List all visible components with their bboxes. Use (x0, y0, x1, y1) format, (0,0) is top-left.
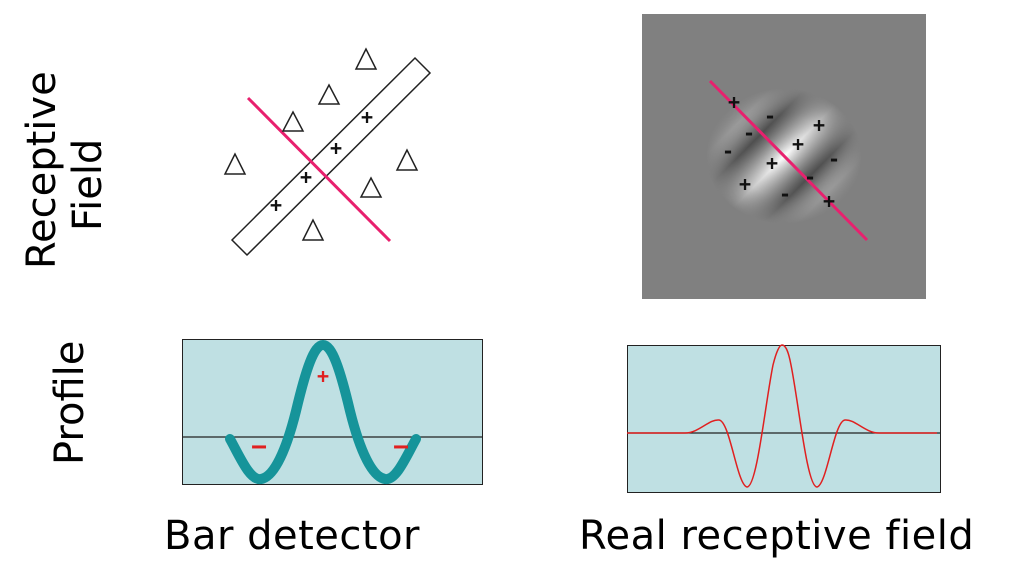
triangle-icon (223, 152, 247, 175)
plus-sign: + (728, 90, 740, 114)
real-receptive-field-profile (627, 344, 941, 493)
real-receptive-field-image: + + + + + + - - - - - - (642, 14, 926, 299)
plus-sign: + (300, 165, 312, 189)
triangle-icon (281, 110, 305, 132)
plus-sign: + (792, 132, 804, 156)
minus-sign: - (743, 121, 755, 145)
plus-sign: + (813, 113, 825, 137)
plus-sign: + (270, 193, 282, 217)
bar-profile-signs: + − − (251, 364, 409, 462)
triangle-icon (317, 83, 341, 105)
real-profile-box (627, 345, 941, 493)
minus-sign: − (393, 432, 409, 462)
minus-sign: - (722, 139, 734, 163)
bar-rectangle (230, 56, 432, 257)
bar-detector-profile: + − − (182, 339, 483, 485)
triangle-icon (395, 148, 419, 171)
bar-profile-curve (225, 339, 421, 484)
triangle-icon (359, 176, 383, 198)
minus-sign: − (251, 432, 267, 462)
gabor-sign-marks: + + + + + + - - - - - - (722, 90, 840, 213)
triangle-icon (354, 47, 378, 70)
plus-sign: + (766, 151, 778, 175)
plus-sign: + (739, 172, 751, 196)
minus-sign: - (804, 165, 816, 189)
real-receptive-field-caption: Real receptive field (579, 513, 975, 559)
minus-sign: - (779, 182, 791, 206)
plus-sign: + (317, 364, 329, 388)
real-profile-curve (627, 344, 937, 488)
gabor-cut-line (708, 79, 869, 242)
minus-sign: - (828, 147, 840, 171)
bar-detector-caption: Bar detector (164, 513, 420, 559)
bar-cut-line (246, 96, 392, 243)
bar-plus-signs: + + + + (270, 105, 373, 217)
inhibitory-triangles (223, 47, 419, 241)
minus-sign: - (764, 104, 776, 128)
plus-sign: + (330, 136, 342, 160)
plus-sign: + (823, 189, 835, 213)
triangle-icon (301, 218, 325, 241)
plus-sign: + (361, 105, 373, 129)
